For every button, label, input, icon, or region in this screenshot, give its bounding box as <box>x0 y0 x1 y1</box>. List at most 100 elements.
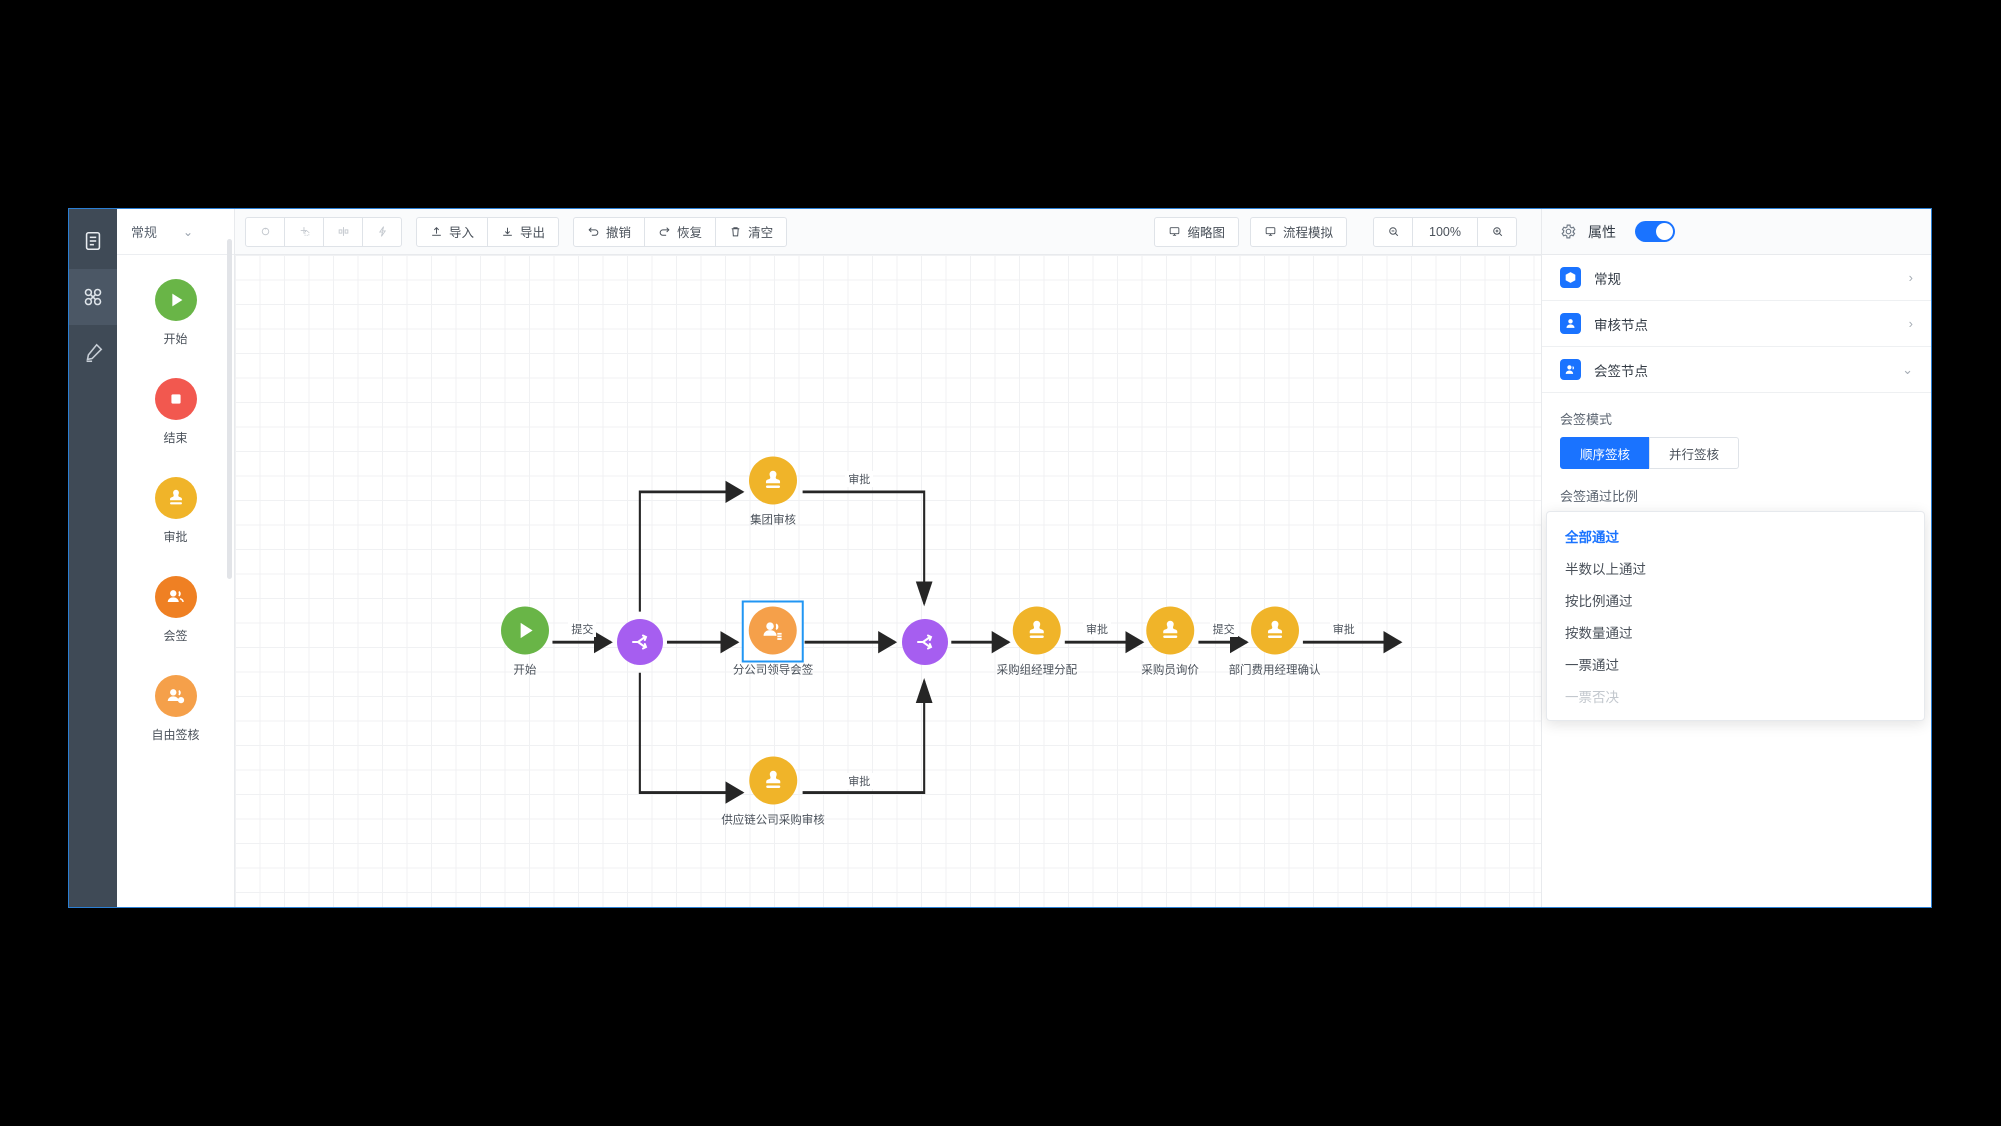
undo-label: 撤销 <box>606 226 632 240</box>
trash-icon <box>731 227 740 237</box>
palette-item-approval[interactable]: 审批 <box>117 477 234 545</box>
mode-option-parallel[interactable]: 并行签核 <box>1649 437 1740 469</box>
palette-header[interactable]: 常规 ⌄ <box>117 209 234 255</box>
stamp-icon <box>749 756 798 805</box>
dropdown-option[interactable]: 按数量通过 <box>1565 626 1633 641</box>
rail-item-form[interactable] <box>69 213 117 269</box>
node-supply-chain-review[interactable]: 供应链公司采购审核 <box>721 756 825 828</box>
properties-panel: 属性 常规 › 审核节点 › 会签节点 ⌄ 会签模式 <box>1541 209 1931 907</box>
clear-label: 清空 <box>748 226 774 240</box>
flow-canvas[interactable]: 开始 集团审核 分公司领导会签 <box>235 255 1541 907</box>
properties-title: 属性 <box>1588 223 1616 240</box>
palette-item-countersign[interactable]: 会签 <box>117 576 234 644</box>
simulate-icon <box>1265 227 1276 236</box>
rail-item-pen[interactable] <box>69 325 117 381</box>
palette-header-label: 常规 <box>131 225 158 240</box>
chevron-right-icon: › <box>1908 270 1913 285</box>
redo-button[interactable]: 恢复 <box>644 216 717 247</box>
palette-scrollbar[interactable] <box>227 239 232 579</box>
export-button[interactable]: 导出 <box>487 216 560 247</box>
property-row-review-node[interactable]: 审核节点 › <box>1542 301 1931 347</box>
node-label: 采购员询价 <box>1141 664 1199 677</box>
property-row-general[interactable]: 常规 › <box>1542 255 1931 301</box>
copy-node-icon[interactable] <box>284 216 324 247</box>
node-label: 供应链公司采购审核 <box>721 814 825 827</box>
group-icon <box>154 576 197 618</box>
thumbnail-label: 缩略图 <box>1187 226 1225 240</box>
edge-label: 提交 <box>1209 620 1238 637</box>
import-label: 导入 <box>449 226 475 240</box>
toolbar-group-zoom: 100% <box>1373 216 1517 247</box>
gear-icon <box>1561 224 1576 239</box>
dropdown-option[interactable]: 一票否决 <box>1565 690 1619 705</box>
stop-icon <box>154 378 197 420</box>
workflow-designer: 常规 ⌄ 开始 结束 审批 <box>68 208 1932 908</box>
node-dept-expense-confirm[interactable]: 部门费用经理确认 <box>1228 606 1321 678</box>
zoom-in-icon[interactable] <box>1477 216 1517 247</box>
property-row-countersign-node[interactable]: 会签节点 ⌄ <box>1542 347 1931 393</box>
undo-icon <box>588 227 599 236</box>
toolbar-group-history: 撤销 恢复 清空 <box>573 216 788 247</box>
simulate-label: 流程模拟 <box>1282 226 1333 240</box>
palette-item-start[interactable]: 开始 <box>117 279 234 347</box>
node-palette: 常规 ⌄ 开始 结束 审批 <box>117 209 235 907</box>
dropdown-option[interactable]: 按比例通过 <box>1565 594 1633 609</box>
stamp-icon <box>1146 606 1195 655</box>
palette-item-label: 审批 <box>163 530 188 544</box>
property-row-label: 会签节点 <box>1594 363 1648 379</box>
dropdown-option[interactable]: 半数以上通过 <box>1565 562 1646 577</box>
countersign-mode-label: 会签模式 <box>1560 412 1613 427</box>
palette-body: 开始 结束 审批 <box>117 255 234 907</box>
property-row-label: 审核节点 <box>1594 317 1648 333</box>
import-button[interactable]: 导入 <box>416 216 489 247</box>
stamp-icon <box>154 477 197 519</box>
play-icon <box>500 606 549 655</box>
undo-button[interactable]: 撤销 <box>573 216 646 247</box>
node-buyer-inquiry[interactable]: 采购员询价 <box>1141 606 1199 678</box>
gateway-split[interactable] <box>616 619 663 666</box>
edge-label: 审批 <box>1329 620 1358 637</box>
redo-label: 恢复 <box>677 226 703 240</box>
node-label: 分公司领导会签 <box>732 664 814 677</box>
dropdown-option[interactable]: 全部通过 <box>1565 530 1619 545</box>
export-label: 导出 <box>520 226 546 240</box>
redo-icon <box>659 227 670 236</box>
node-purchase-mgr-assign[interactable]: 采购组经理分配 <box>996 606 1078 678</box>
rail-item-flow-nodes[interactable] <box>69 269 117 325</box>
palette-item-free-sign[interactable]: 自由签核 <box>117 675 234 743</box>
palette-item-label: 结束 <box>163 431 188 445</box>
node-label: 开始 <box>513 664 537 677</box>
stamp-icon <box>749 456 798 505</box>
dropdown-option[interactable]: 一票通过 <box>1565 658 1619 673</box>
edge-label: 审批 <box>845 772 874 789</box>
lightning-icon[interactable] <box>362 216 402 247</box>
canvas-column: 导入 导出 撤销 恢复 清空 <box>235 209 1541 907</box>
countersign-mode-segmented: 顺序签核 并行签核 <box>1560 437 1913 469</box>
zoom-level[interactable]: 100% <box>1412 216 1478 247</box>
stamp-icon <box>1012 606 1061 655</box>
undo-node-icon[interactable] <box>245 216 285 247</box>
thumbnail-button[interactable]: 缩略图 <box>1154 216 1239 247</box>
mode-option-sequential[interactable]: 顺序签核 <box>1560 437 1651 469</box>
node-branch-countersign[interactable]: 分公司领导会签 <box>732 600 814 678</box>
node-start[interactable]: 开始 <box>500 606 549 678</box>
simulate-button[interactable]: 流程模拟 <box>1249 216 1347 247</box>
properties-toggle[interactable] <box>1635 221 1675 242</box>
gateway-join[interactable] <box>901 619 948 666</box>
toolbar-group-node-ops <box>245 216 402 247</box>
clear-button[interactable]: 清空 <box>715 216 788 247</box>
align-icon[interactable] <box>323 216 363 247</box>
zoom-out-icon[interactable] <box>1373 216 1413 247</box>
stamp-icon <box>1250 606 1299 655</box>
node-group-review[interactable]: 集团审核 <box>749 456 798 527</box>
node-label: 采购组经理分配 <box>996 664 1078 677</box>
node-label: 集团审核 <box>750 514 797 527</box>
user-icon <box>1560 313 1581 334</box>
edge-label: 审批 <box>845 470 874 487</box>
node-label: 部门费用经理确认 <box>1228 664 1321 677</box>
palette-item-label: 会签 <box>163 629 188 643</box>
thumbnail-icon <box>1170 227 1180 236</box>
palette-item-end[interactable]: 结束 <box>117 378 234 446</box>
palette-item-label: 开始 <box>163 332 188 346</box>
chevron-down-icon: ⌄ <box>1902 361 1913 377</box>
